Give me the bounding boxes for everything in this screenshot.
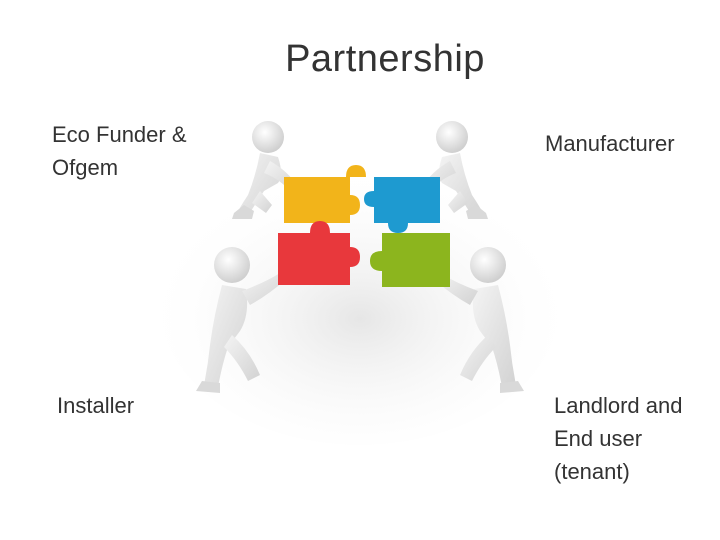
puzzle-piece-yellow: [284, 165, 366, 223]
label-landlord-line-1: Landlord and: [554, 393, 683, 418]
label-manufacturer-line-1: Manufacturer: [545, 131, 675, 156]
label-landlord: Landlord and End user (tenant): [554, 389, 714, 488]
figure-bottom-left: [196, 247, 284, 393]
puzzle-piece-blue: [364, 177, 440, 233]
label-eco-funder: Eco Funder & Ofgem: [52, 118, 242, 184]
label-manufacturer: Manufacturer: [545, 127, 715, 160]
label-installer-line-1: Installer: [57, 393, 135, 418]
puzzle-piece-red: [278, 221, 360, 285]
label-landlord-line-2: End user: [554, 426, 643, 451]
puzzle-pieces: [278, 165, 450, 287]
label-eco-funder-line-2: Ofgem: [52, 155, 119, 180]
label-eco-funder-line-1: Eco Funder &: [52, 122, 187, 147]
figure-top-left: [232, 121, 298, 219]
slide-title: Partnership: [285, 38, 485, 80]
label-installer: Installer: [57, 389, 217, 422]
puzzle-illustration: [160, 121, 560, 445]
label-landlord-line-3: (tenant): [554, 459, 630, 484]
puzzle-piece-green: [370, 233, 450, 287]
